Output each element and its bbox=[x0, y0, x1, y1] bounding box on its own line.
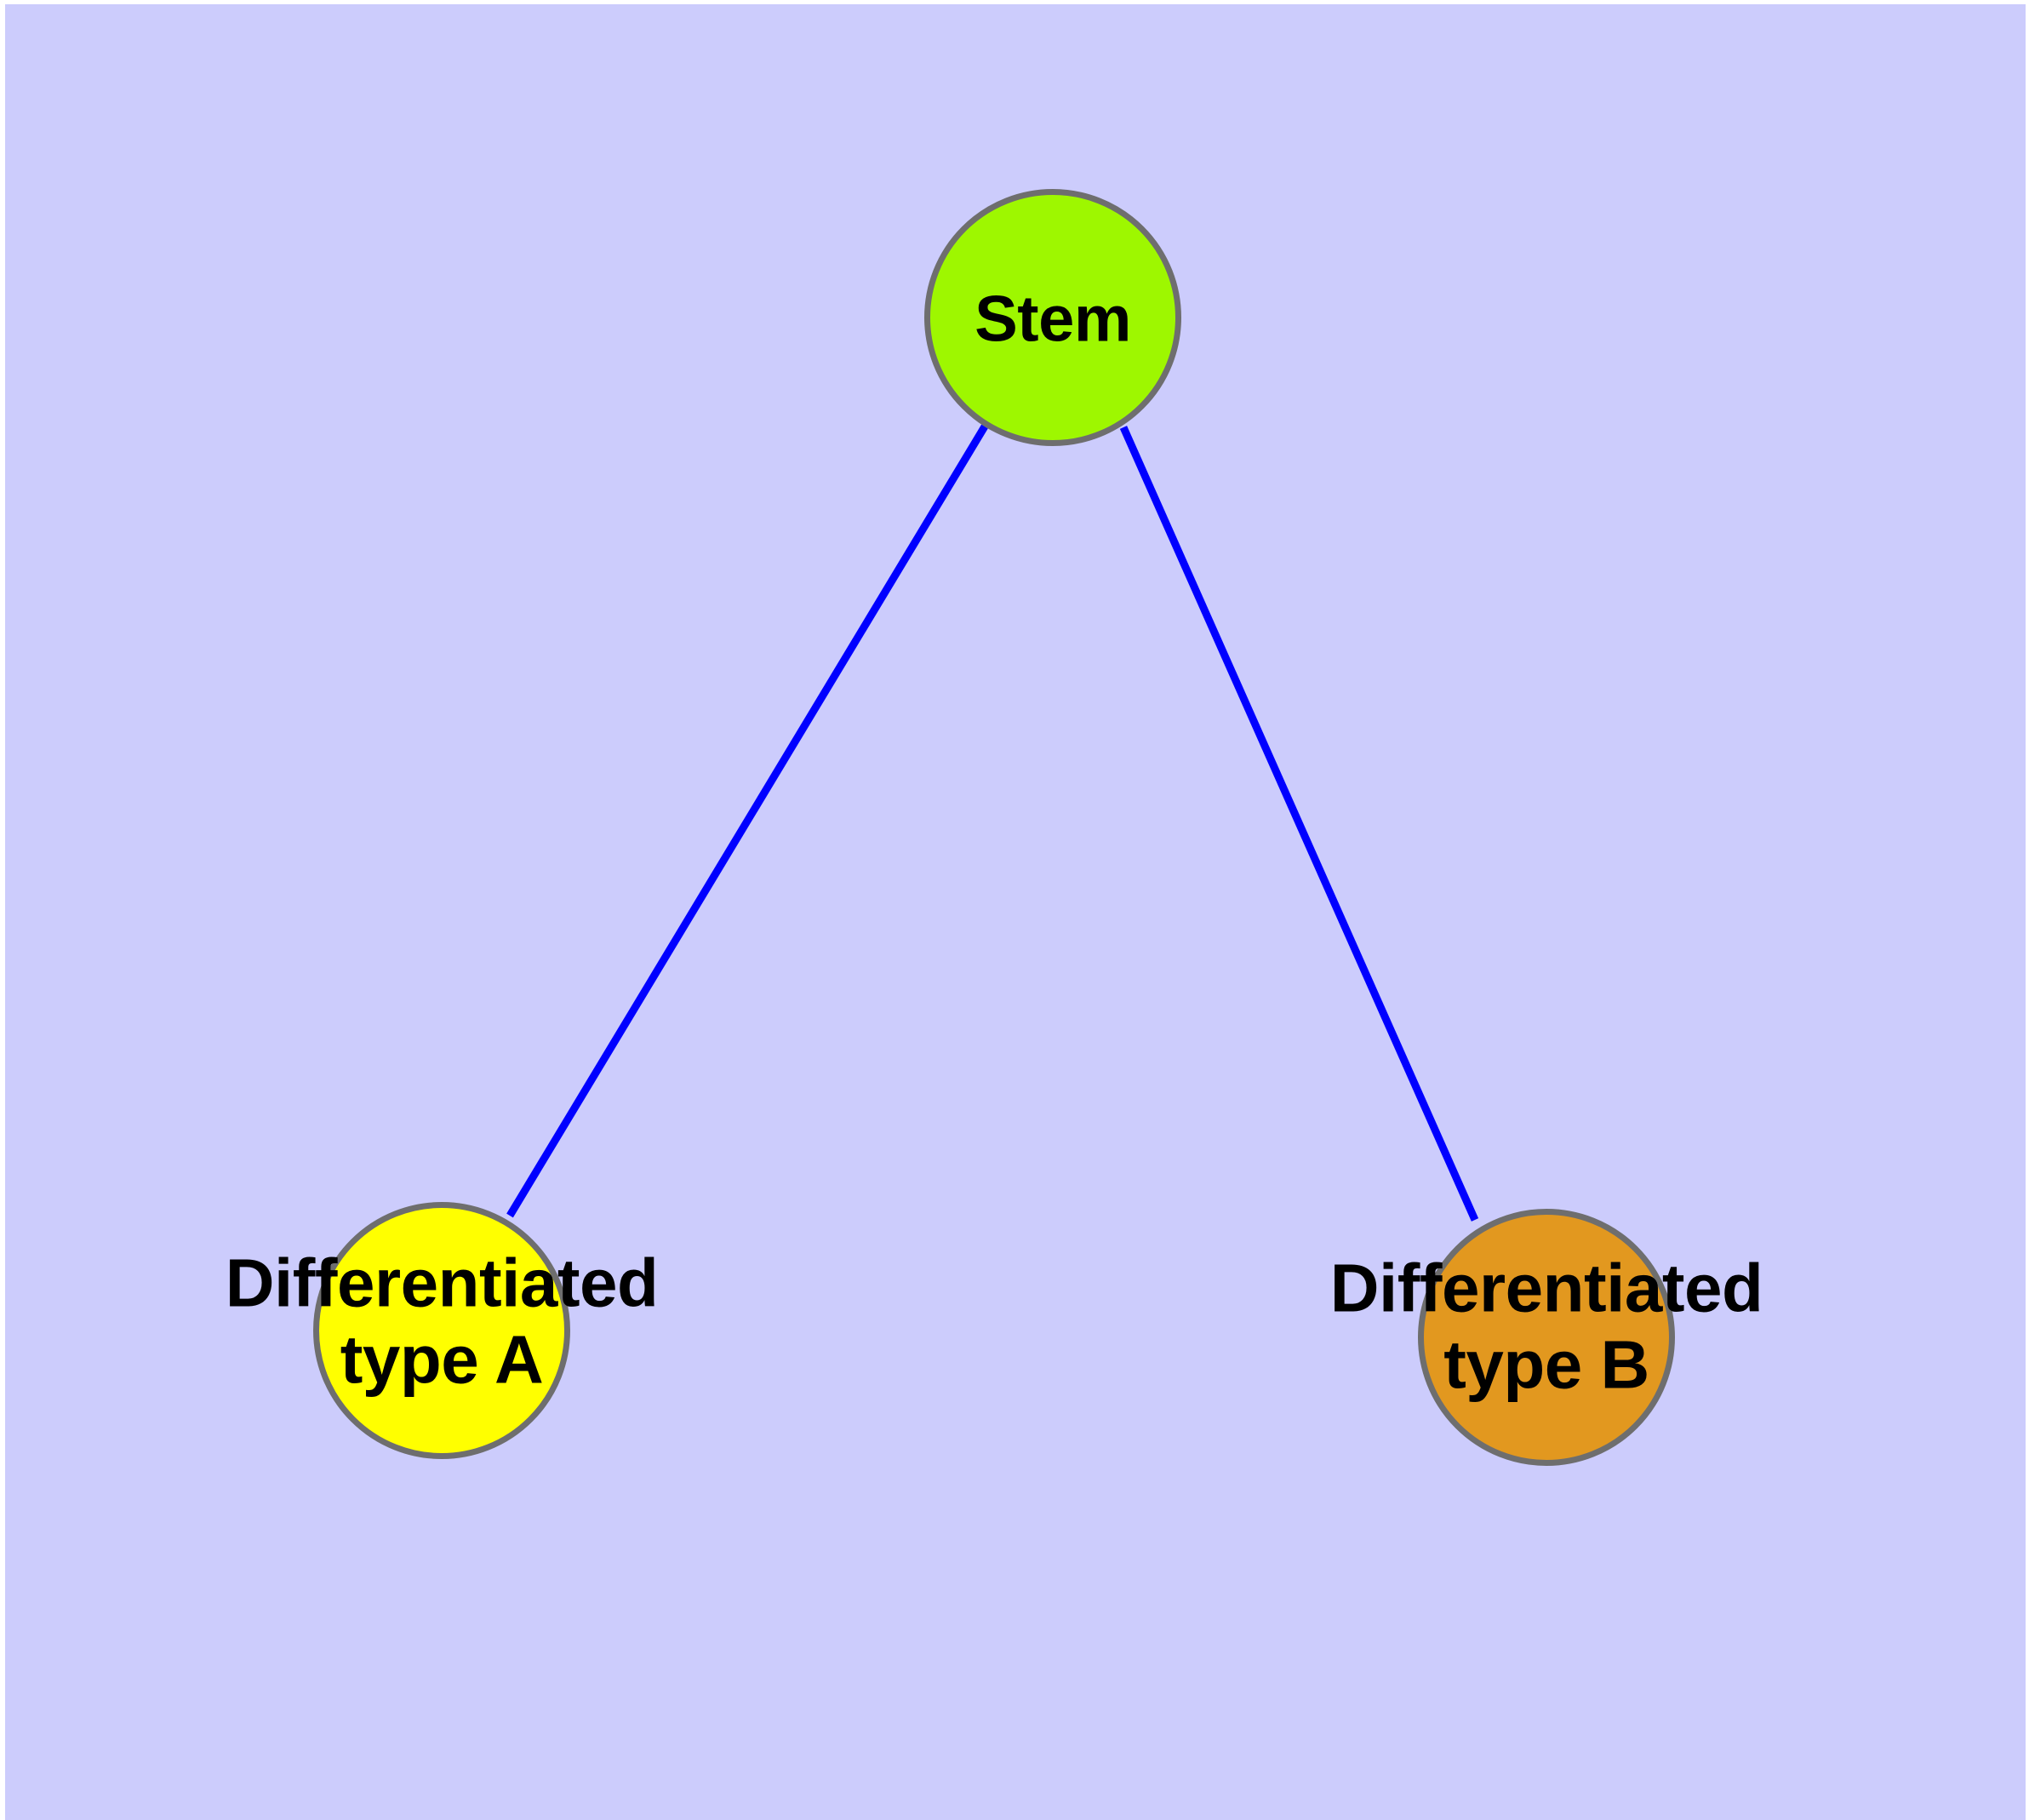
node-stem[interactable] bbox=[924, 189, 1181, 446]
edge-layer bbox=[506, 424, 1479, 1222]
node-differentiated-type-a[interactable] bbox=[313, 1202, 570, 1459]
edge-stem-to-differentiated-type-a bbox=[506, 424, 988, 1218]
node-layer bbox=[313, 189, 1675, 1466]
node-differentiated-type-b[interactable] bbox=[1418, 1209, 1675, 1466]
edge-stem-to-differentiated-type-b bbox=[1119, 426, 1479, 1222]
